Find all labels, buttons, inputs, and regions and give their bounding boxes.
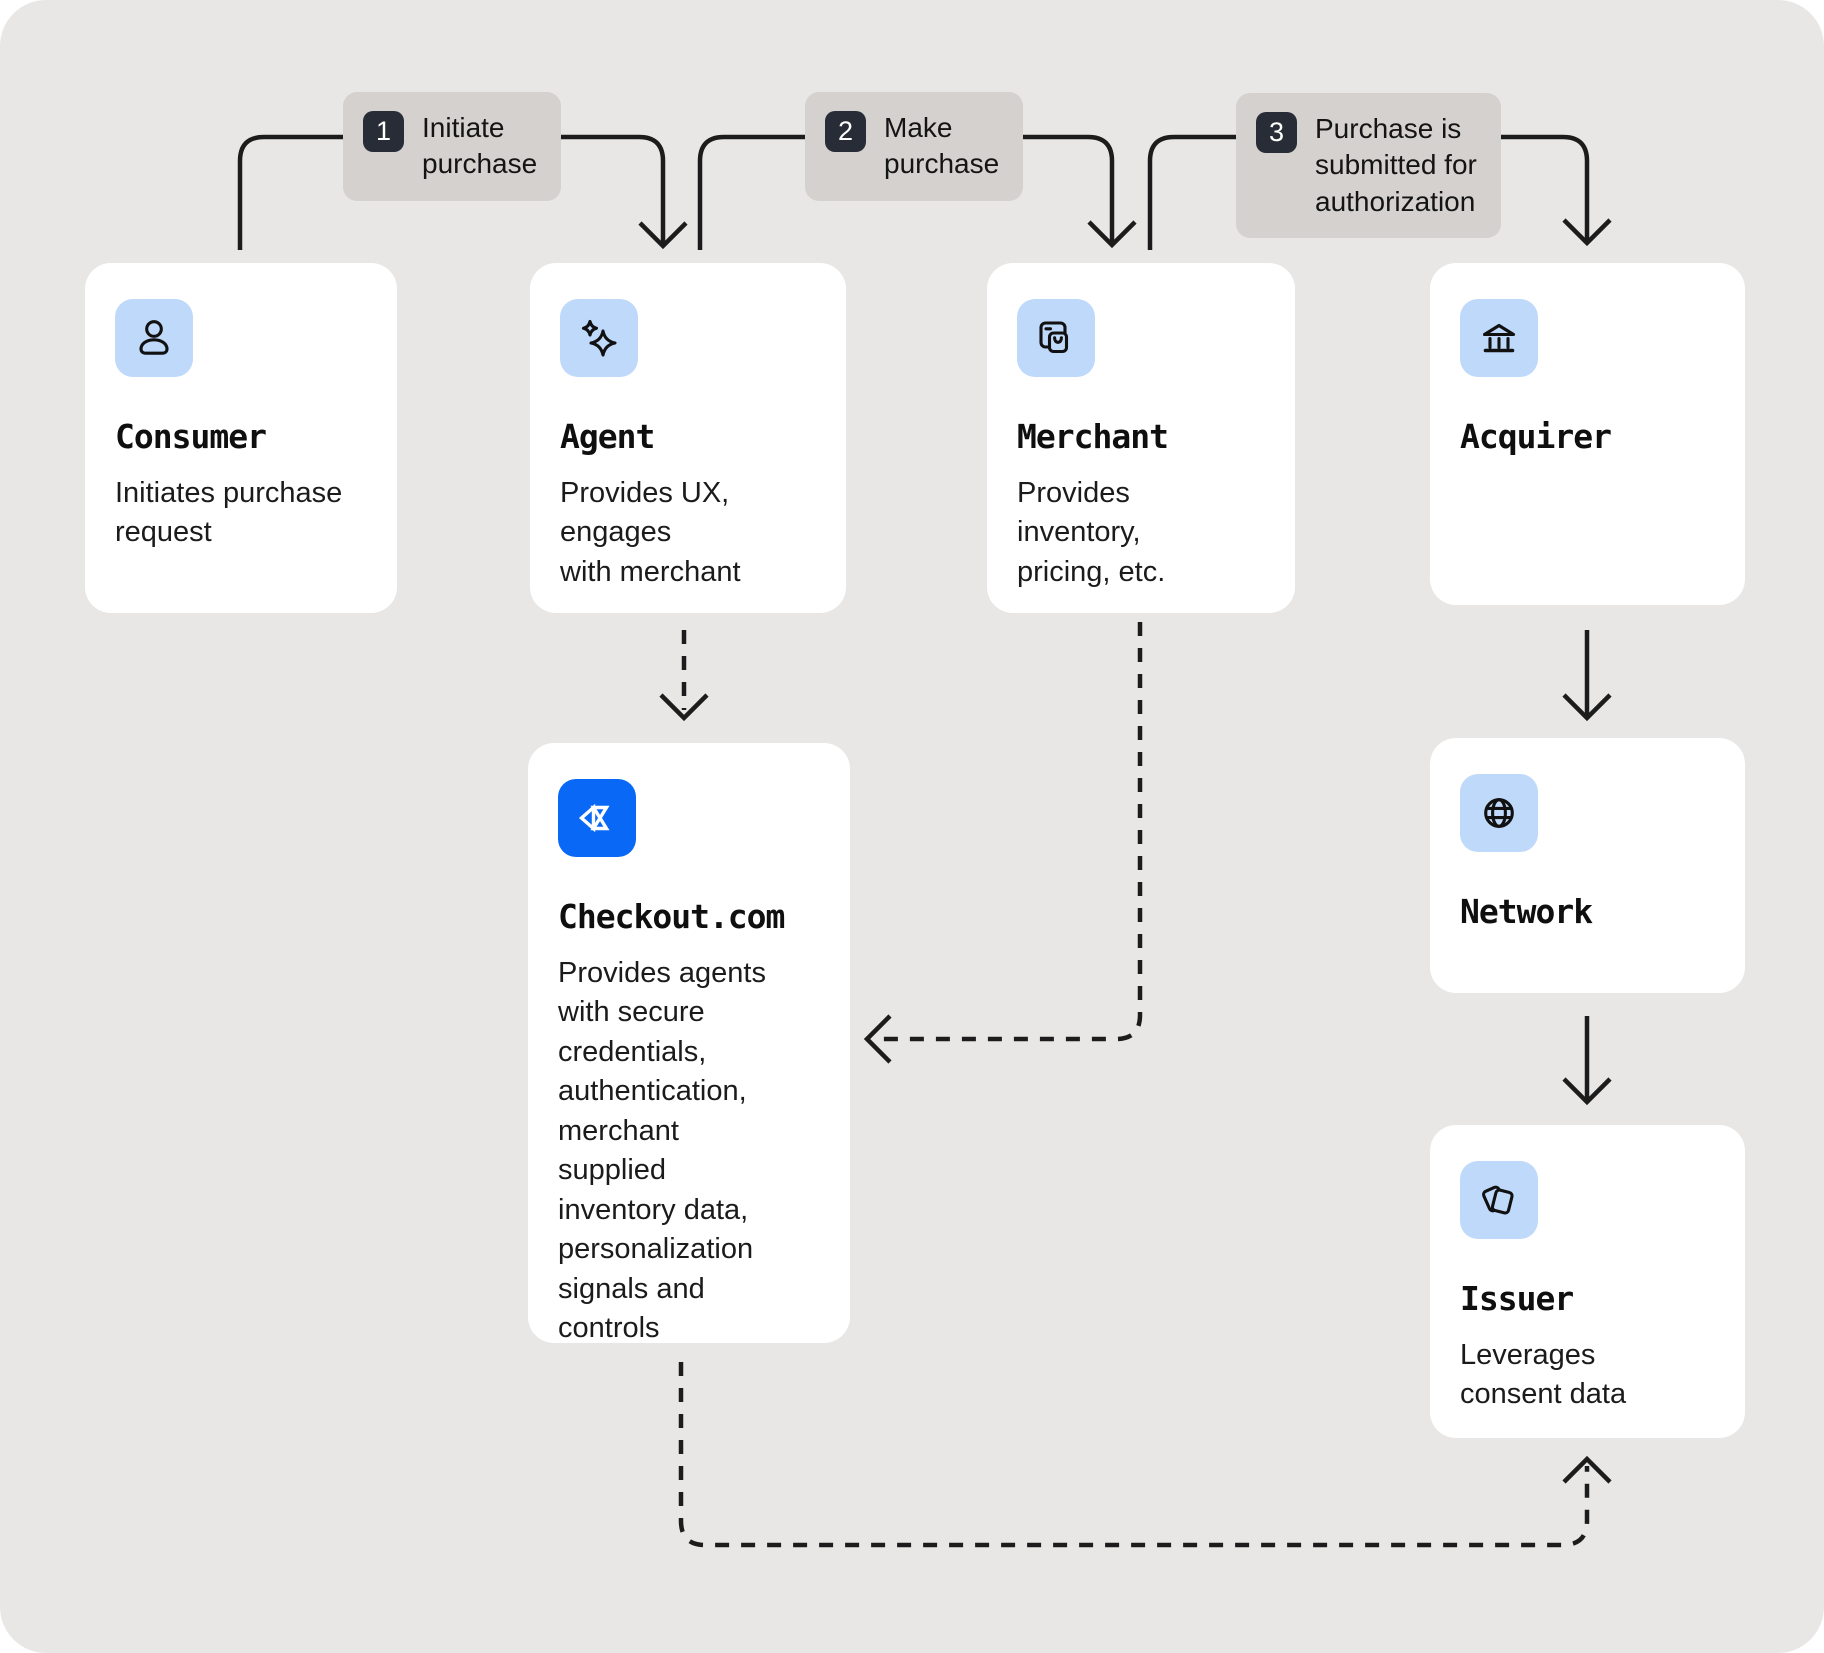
step-number-badge: 2 xyxy=(825,111,866,152)
merchant-card: Merchant Provides inventory, pricing, et… xyxy=(987,263,1295,613)
arrowhead-merchant-to-checkout xyxy=(863,1014,892,1064)
payment-cards-icon xyxy=(1482,1185,1514,1215)
dashed-arrow-merchant-to-checkout xyxy=(876,622,1143,1042)
card-title: Checkout.com xyxy=(558,897,785,936)
arrowhead-checkout-to-issuer xyxy=(1562,1455,1612,1484)
agent-icon-chip xyxy=(560,299,638,377)
arrowhead-merchant-to-acquirer xyxy=(1562,218,1612,247)
agent-card: Agent Provides UX, engages with merchant xyxy=(530,263,846,613)
step-number-badge: 1 xyxy=(363,111,404,152)
globe-icon xyxy=(1484,798,1514,828)
issuer-card: Issuer Leverages consent data xyxy=(1430,1125,1745,1438)
consumer-icon-chip xyxy=(115,299,193,377)
card-title: Issuer xyxy=(1460,1279,1574,1318)
card-title: Merchant xyxy=(1017,417,1169,456)
card-description: Leverages consent data xyxy=(1460,1339,1627,1411)
storefront-bag-icon xyxy=(1039,321,1069,354)
acquirer-icon-chip xyxy=(1460,299,1538,377)
network-icon-chip xyxy=(1460,774,1538,852)
checkout-card: Checkout.com Provides agents with secure… xyxy=(528,743,850,1344)
card-title: Agent xyxy=(560,417,655,456)
dashed-arrow-checkout-to-issuer xyxy=(678,1362,1590,1548)
person-icon xyxy=(139,320,169,355)
acquirer-card: Acquirer xyxy=(1430,263,1745,605)
arrowhead-agent-to-checkout xyxy=(659,693,709,722)
card-description: Provides agents with secure credentials,… xyxy=(558,957,766,1344)
arrowhead-network-to-issuer xyxy=(1562,1077,1612,1106)
checkout-icon-chip xyxy=(558,779,636,857)
card-description: Provides UX, engages with merchant xyxy=(560,477,741,588)
consumer-card: Consumer Initiates purchase request xyxy=(85,263,397,613)
step-label-1: 1 Initiate purchase xyxy=(343,92,562,201)
card-title: Consumer xyxy=(115,417,267,456)
merchant-icon-chip xyxy=(1017,299,1095,377)
step-label-2: 2 Make purchase xyxy=(805,92,1024,201)
card-description: Provides inventory, pricing, etc. xyxy=(1017,477,1166,588)
arrowhead-consumer-to-agent xyxy=(638,221,688,250)
issuer-icon-chip xyxy=(1460,1161,1538,1239)
bank-icon xyxy=(1482,323,1516,353)
card-description: Initiates purchase request xyxy=(115,477,343,549)
card-title: Acquirer xyxy=(1460,417,1612,456)
arrowhead-acquirer-to-network xyxy=(1562,693,1612,722)
step-label-text: Purchase is submitted for authorization xyxy=(1315,113,1477,217)
sparkles-icon xyxy=(581,319,617,357)
step-label-3: 3 Purchase is submitted for authorizatio… xyxy=(1236,93,1501,239)
step-number-badge: 3 xyxy=(1256,112,1297,153)
arrowhead-agent-to-merchant xyxy=(1087,220,1137,249)
checkout-logo-icon xyxy=(578,803,610,833)
network-card: Network xyxy=(1430,738,1745,993)
card-title: Network xyxy=(1460,892,1593,931)
step-label-text: Make purchase xyxy=(884,112,1000,180)
step-label-text: Initiate purchase xyxy=(422,112,538,180)
